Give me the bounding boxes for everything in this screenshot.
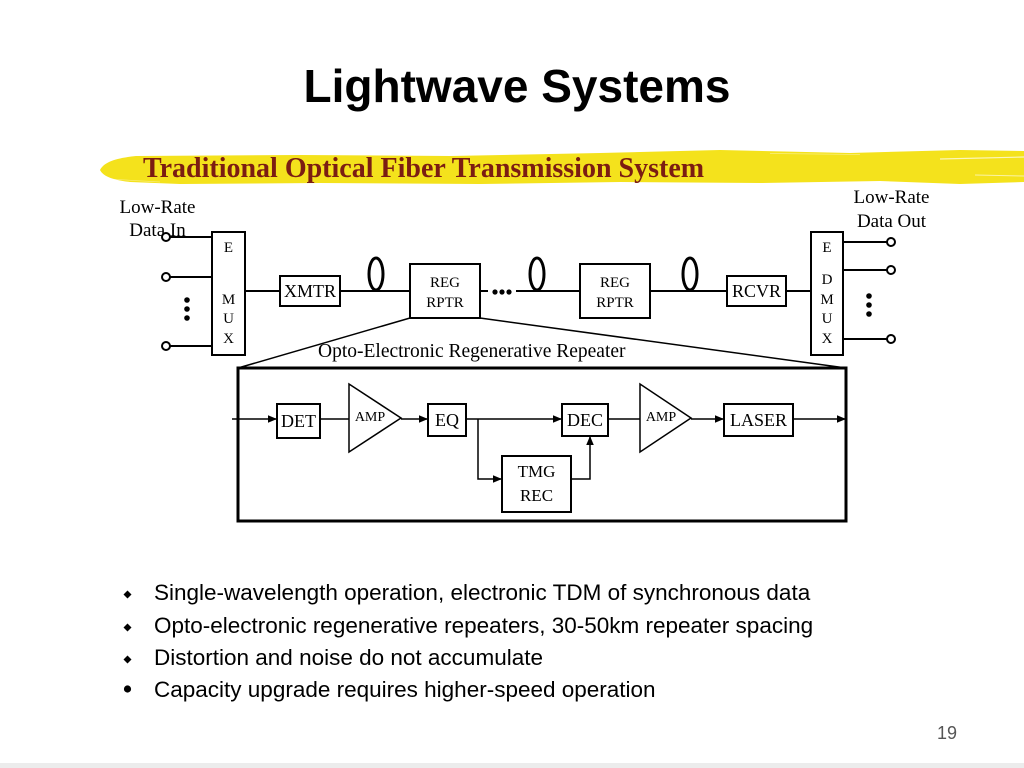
output-port-terminal — [886, 237, 896, 247]
mux-letter: E — [224, 240, 233, 256]
vertical-ellipsis-dot — [866, 302, 872, 308]
vertical-ellipsis-dot — [184, 297, 190, 303]
demux-letter: M — [820, 292, 833, 308]
highlight-stroke — [100, 150, 1024, 184]
vertical-ellipsis-dot — [184, 315, 190, 321]
amplifier-label: AMP — [355, 410, 386, 425]
input-ports — [161, 232, 212, 351]
round-bullet-icon — [123, 685, 132, 693]
mux-letter: M — [222, 292, 235, 308]
transmission-system-diagram: Low-Rate Data In — [120, 187, 930, 523]
bullet-text: Capacity upgrade requires higher-speed o… — [154, 677, 656, 702]
vertical-ellipsis-dot — [866, 311, 872, 317]
demux-letter: E — [822, 240, 831, 256]
equalizer-box — [427, 403, 467, 437]
repeater-label-line2: RPTR — [426, 295, 464, 311]
mux-letter: X — [223, 331, 234, 347]
zoom-line-right — [479, 317, 847, 369]
amplifier-label: AMP — [646, 410, 677, 425]
laser-box — [723, 403, 794, 437]
slide-title: Lightwave Systems — [304, 60, 731, 112]
detector-label: DET — [281, 411, 316, 431]
mux-block: E M U X — [211, 231, 246, 356]
page-number: 19 — [937, 723, 957, 743]
input-port-terminal — [161, 341, 171, 351]
bullet-item: Opto-electronic regenerative repeaters, … — [123, 613, 813, 638]
demux-letter: D — [822, 272, 833, 288]
bullet-text: Distortion and noise do not accumulate — [154, 645, 543, 670]
slide-subtitle: Traditional Optical Fiber Transmission S… — [143, 153, 704, 184]
highlight-streak — [974, 174, 1024, 177]
demux-letter: X — [822, 331, 833, 347]
transmitter-block: XMTR — [279, 275, 341, 307]
bullet-item: Capacity upgrade requires higher-speed o… — [123, 677, 656, 702]
amplifier-triangle-icon — [348, 382, 403, 454]
repeater-label-line2: RPTR — [596, 295, 634, 311]
laser-label: LASER — [730, 410, 787, 430]
demux-letter: U — [822, 311, 833, 327]
highlight-streak — [107, 178, 161, 183]
receiver-box — [726, 275, 787, 307]
repeater-label-line1: REG — [600, 275, 630, 291]
demux-box — [810, 231, 844, 356]
timing-recovery-box — [501, 455, 572, 513]
output-label-line2: Data Out — [857, 211, 927, 232]
highlight-streak — [769, 153, 861, 155]
vertical-ellipsis-dot — [184, 306, 190, 312]
output-port-terminal — [886, 334, 896, 344]
transmitter-box — [279, 275, 341, 307]
input-port-terminal — [161, 232, 171, 242]
output-port-terminal — [886, 265, 896, 275]
mux-letter: U — [223, 311, 234, 327]
subtitle-highlight-brush — [100, 150, 1024, 184]
diamond-bullet-icon — [123, 655, 132, 664]
detail-caption: Opto-Electronic Regenerative Repeater — [318, 341, 626, 362]
zoom-line-left — [237, 317, 411, 369]
repeater-block-2: REG RPTR — [579, 263, 651, 319]
bullet-list: Single-wavelength operation, electronic … — [123, 580, 813, 702]
timing-recovery-label-line2: REC — [520, 486, 553, 505]
diamond-bullet-icon — [123, 623, 132, 632]
input-port-terminal — [161, 272, 171, 282]
receiver-label: RCVR — [732, 281, 781, 301]
vertical-ellipsis-dot — [866, 293, 872, 299]
diamond-bullet-icon — [123, 590, 132, 599]
timing-branch-arrow — [477, 419, 502, 483]
fiber-coil-icon — [528, 256, 546, 292]
detector-box — [276, 403, 321, 439]
fiber-coil-icon — [367, 256, 385, 292]
receiver-block: RCVR — [726, 275, 787, 307]
bullet-text: Single-wavelength operation, electronic … — [154, 580, 811, 605]
fiber-coil-icon — [681, 256, 699, 292]
amplifier-triangle-icon — [639, 382, 693, 454]
footer-band — [0, 763, 1024, 768]
horizontal-ellipsis-dot — [506, 289, 512, 295]
repeater-detail-frame — [236, 366, 848, 523]
highlight-streak — [939, 156, 1024, 160]
horizontal-ellipsis-dot — [499, 289, 505, 295]
bullet-text: Opto-electronic regenerative repeaters, … — [154, 613, 813, 638]
horizontal-ellipsis-dot — [492, 289, 498, 295]
equalizer-label: EQ — [435, 410, 459, 430]
bullet-item: Single-wavelength operation, electronic … — [123, 580, 811, 605]
decision-box — [561, 403, 609, 437]
input-label-line1: Low-Rate — [120, 197, 196, 218]
repeater-label-line1: REG — [430, 275, 460, 291]
repeater-block-1: REG RPTR — [409, 263, 481, 319]
repeater-detail: DET AMP EQ DEC TMG REC AMP LASER — [232, 366, 848, 523]
repeater-box — [579, 263, 651, 319]
decision-label: DEC — [567, 410, 603, 430]
bullet-item: Distortion and noise do not accumulate — [123, 645, 543, 670]
input-label-line2: Data In — [129, 220, 186, 241]
timing-recovery-label-line1: TMG — [518, 462, 556, 481]
output-ports — [843, 237, 896, 344]
output-label-line1: Low-Rate — [854, 187, 930, 208]
fiber-link — [245, 256, 811, 295]
repeater-box — [409, 263, 481, 319]
mux-box — [211, 231, 246, 356]
transmitter-label: XMTR — [284, 281, 336, 301]
timing-clock-arrow — [571, 436, 594, 480]
demux-block: E D M U X — [810, 231, 844, 356]
